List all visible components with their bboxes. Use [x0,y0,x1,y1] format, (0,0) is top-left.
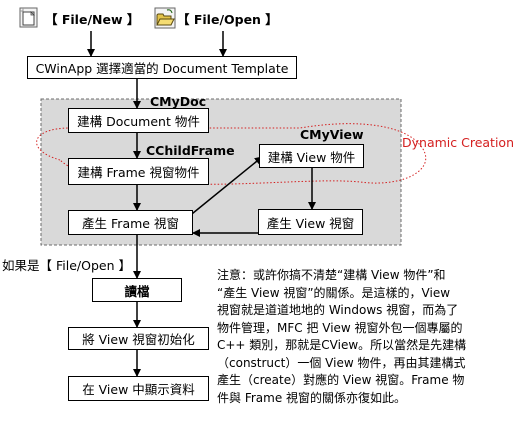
build-document-box: 建構 Document 物件 [68,108,209,133]
cwinapp-select-template-box: CWinApp 選擇適當的 Document Template [27,56,297,79]
read-file-box: 讀檔 [92,278,182,302]
if-file-open-label: 如果是【 File/Open 】 [2,258,131,273]
arrow-to-build-view [181,156,263,223]
cchildframe-label: CChildFrame [146,143,235,158]
note-line: 注意：或許你搞不清楚“建構 View 物件”和 [217,268,446,282]
file-open-label: 【 File/Open 】 [177,12,278,27]
note-line: C++ 類別，那就是CView。所以當然是先建構 [217,338,467,352]
cmyview-label: CMyView [300,127,364,142]
note-line: （construct）一個 View 物件，再由其建構式 [217,355,466,370]
build-frame-box: 建構 Frame 視窗物件 [68,158,209,185]
note-line: 物件管理，MFC 把 View 視窗外包一個專屬的 [217,320,463,335]
explanation-note: 注意：或許你搞不清楚“建構 View 物件”和 “產生 View 視窗”的關係。… [217,267,497,407]
open-folder-icon [154,7,176,29]
build-view-box: 建構 View 物件 [259,144,364,168]
create-frame-window-box: 產生 Frame 視窗 [68,210,193,235]
dynamic-creation-label: Dynamic Creation [402,135,514,150]
cmydoc-label: CMyDoc [150,94,207,109]
new-document-icon [19,7,38,28]
note-line: “產生 View 視窗”的關係。是這樣的，View [217,285,451,300]
note-line: 件與 Frame 視窗的關係亦復如此。 [217,390,407,405]
note-line: 產生（create）對應的 View 視窗。Frame 物 [217,373,465,387]
file-new-label: 【 File/New 】 [45,12,140,27]
display-data-box: 在 View 中顯示資料 [68,376,209,401]
create-view-window-box: 產生 View 視窗 [258,209,363,235]
note-line: 視窗就是道道地地的 Windows 視窗，而為了 [217,303,459,317]
init-view-box: 將 View 視窗初始化 [68,327,209,350]
